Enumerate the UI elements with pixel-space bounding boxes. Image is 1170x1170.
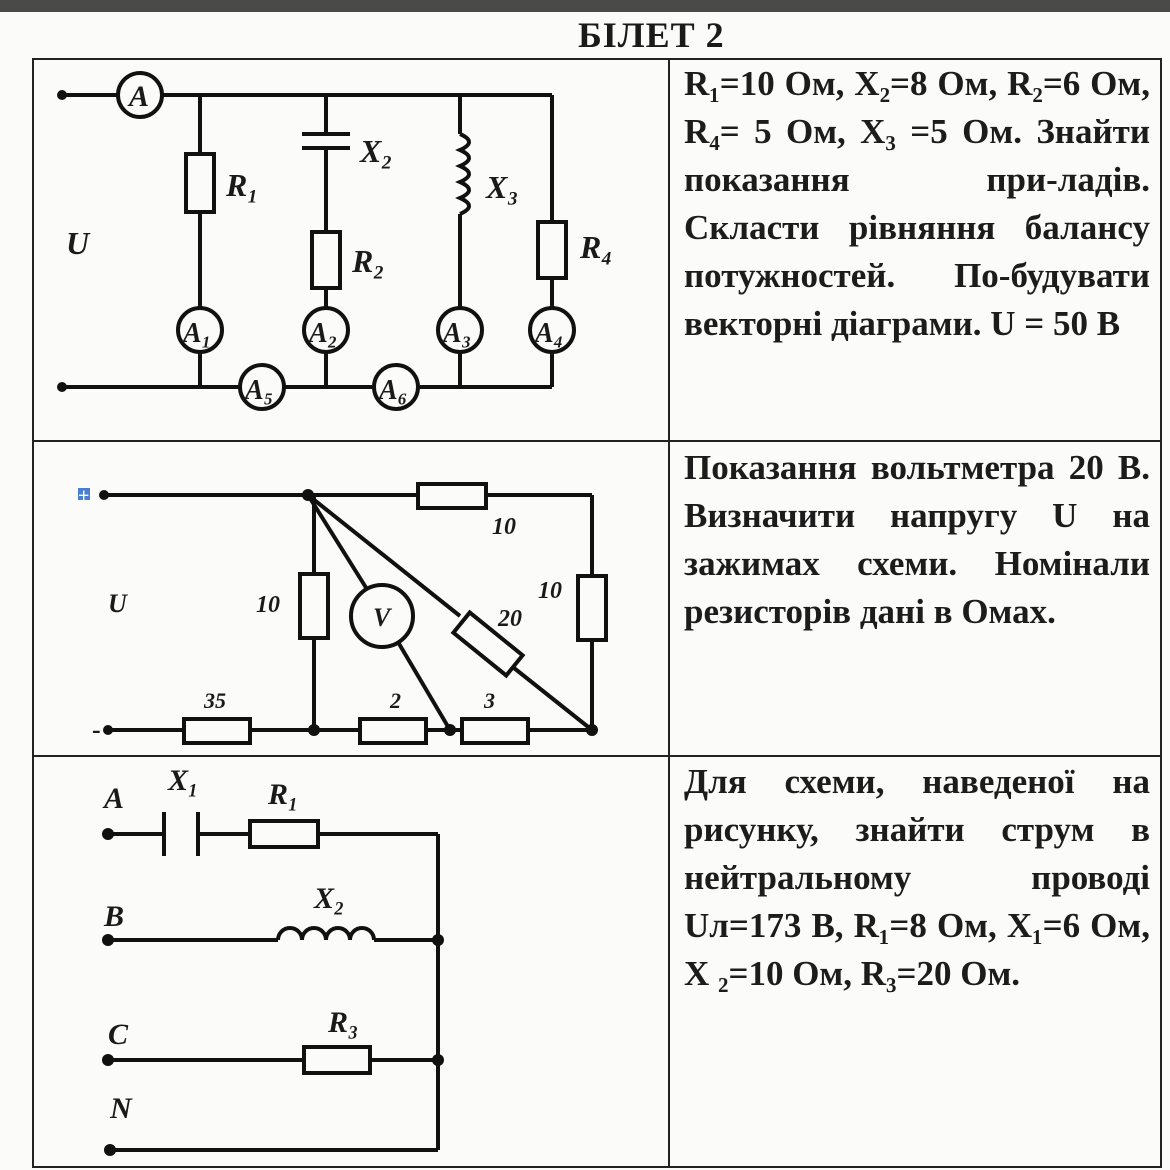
r4-label: R₄ [579, 229, 613, 265]
ammeter-a-label: A [127, 80, 149, 113]
tasks-table [32, 58, 1162, 1168]
voltmeter-label: V [373, 603, 393, 632]
r3-label: R₃ [327, 1006, 358, 1039]
r-top-label: 10 [492, 514, 516, 540]
phase-b-label: B [103, 900, 124, 933]
phase-a-label: A [102, 782, 124, 815]
x3-label: X₃ [485, 169, 519, 205]
table-row-divider [32, 440, 1162, 442]
minus-label: - [92, 715, 101, 744]
r-2-label: 2 [389, 688, 401, 713]
task-3-text: Для схеми, наведеної на рисунку, знайти … [684, 762, 1150, 993]
circuit-diagram-2: + 10 10 10 V 20 - 35 [78, 482, 608, 745]
x2-label: X₂ [313, 882, 344, 915]
phase-c-label: C [108, 1018, 129, 1051]
circuit-diagram-1: A R₁ A₁ X₂ R₂ A₂ X₃ A₃ R₄ [57, 71, 613, 411]
r-3-label: 3 [483, 688, 495, 713]
a1-label: A₁ [181, 318, 211, 349]
r-left-label: 10 [256, 592, 280, 618]
r1-label: R₁ [225, 167, 259, 203]
x2-label: X₂ [359, 133, 393, 169]
table-row-divider [32, 755, 1162, 757]
top-cut-text-line [0, 0, 1170, 12]
table-column-divider [668, 58, 670, 1168]
x1-label: X₁ [167, 764, 198, 797]
r-35-label: 35 [203, 688, 226, 713]
circuit-diagram-3: A X₁ R₁ B X₂ C R₃ N [102, 764, 444, 1156]
u-label: U [66, 225, 91, 261]
plus-label: + [78, 485, 89, 507]
task-2-text: Показання вольтметра 20 В. Визначити нап… [684, 448, 1150, 631]
a2-label: A₂ [307, 318, 337, 349]
r2-label: R₂ [351, 243, 385, 279]
ticket-title: БІЛЕТ 2 [578, 15, 725, 55]
task-1-text: R₁=10 Ом, X₂=8 Ом, R₂=6 Ом, R₄= 5 Ом, X₃… [684, 64, 1150, 343]
a4-label: A₄ [533, 318, 563, 349]
a6-label: A₆ [377, 375, 407, 406]
r-diag-label: 20 [497, 606, 522, 632]
u-label: U [108, 589, 128, 618]
r-right-label: 10 [538, 578, 562, 604]
a5-label: A₅ [243, 375, 273, 406]
neutral-n-label: N [109, 1092, 133, 1125]
r1-label: R₁ [267, 778, 298, 811]
a3-label: A₃ [441, 318, 471, 349]
